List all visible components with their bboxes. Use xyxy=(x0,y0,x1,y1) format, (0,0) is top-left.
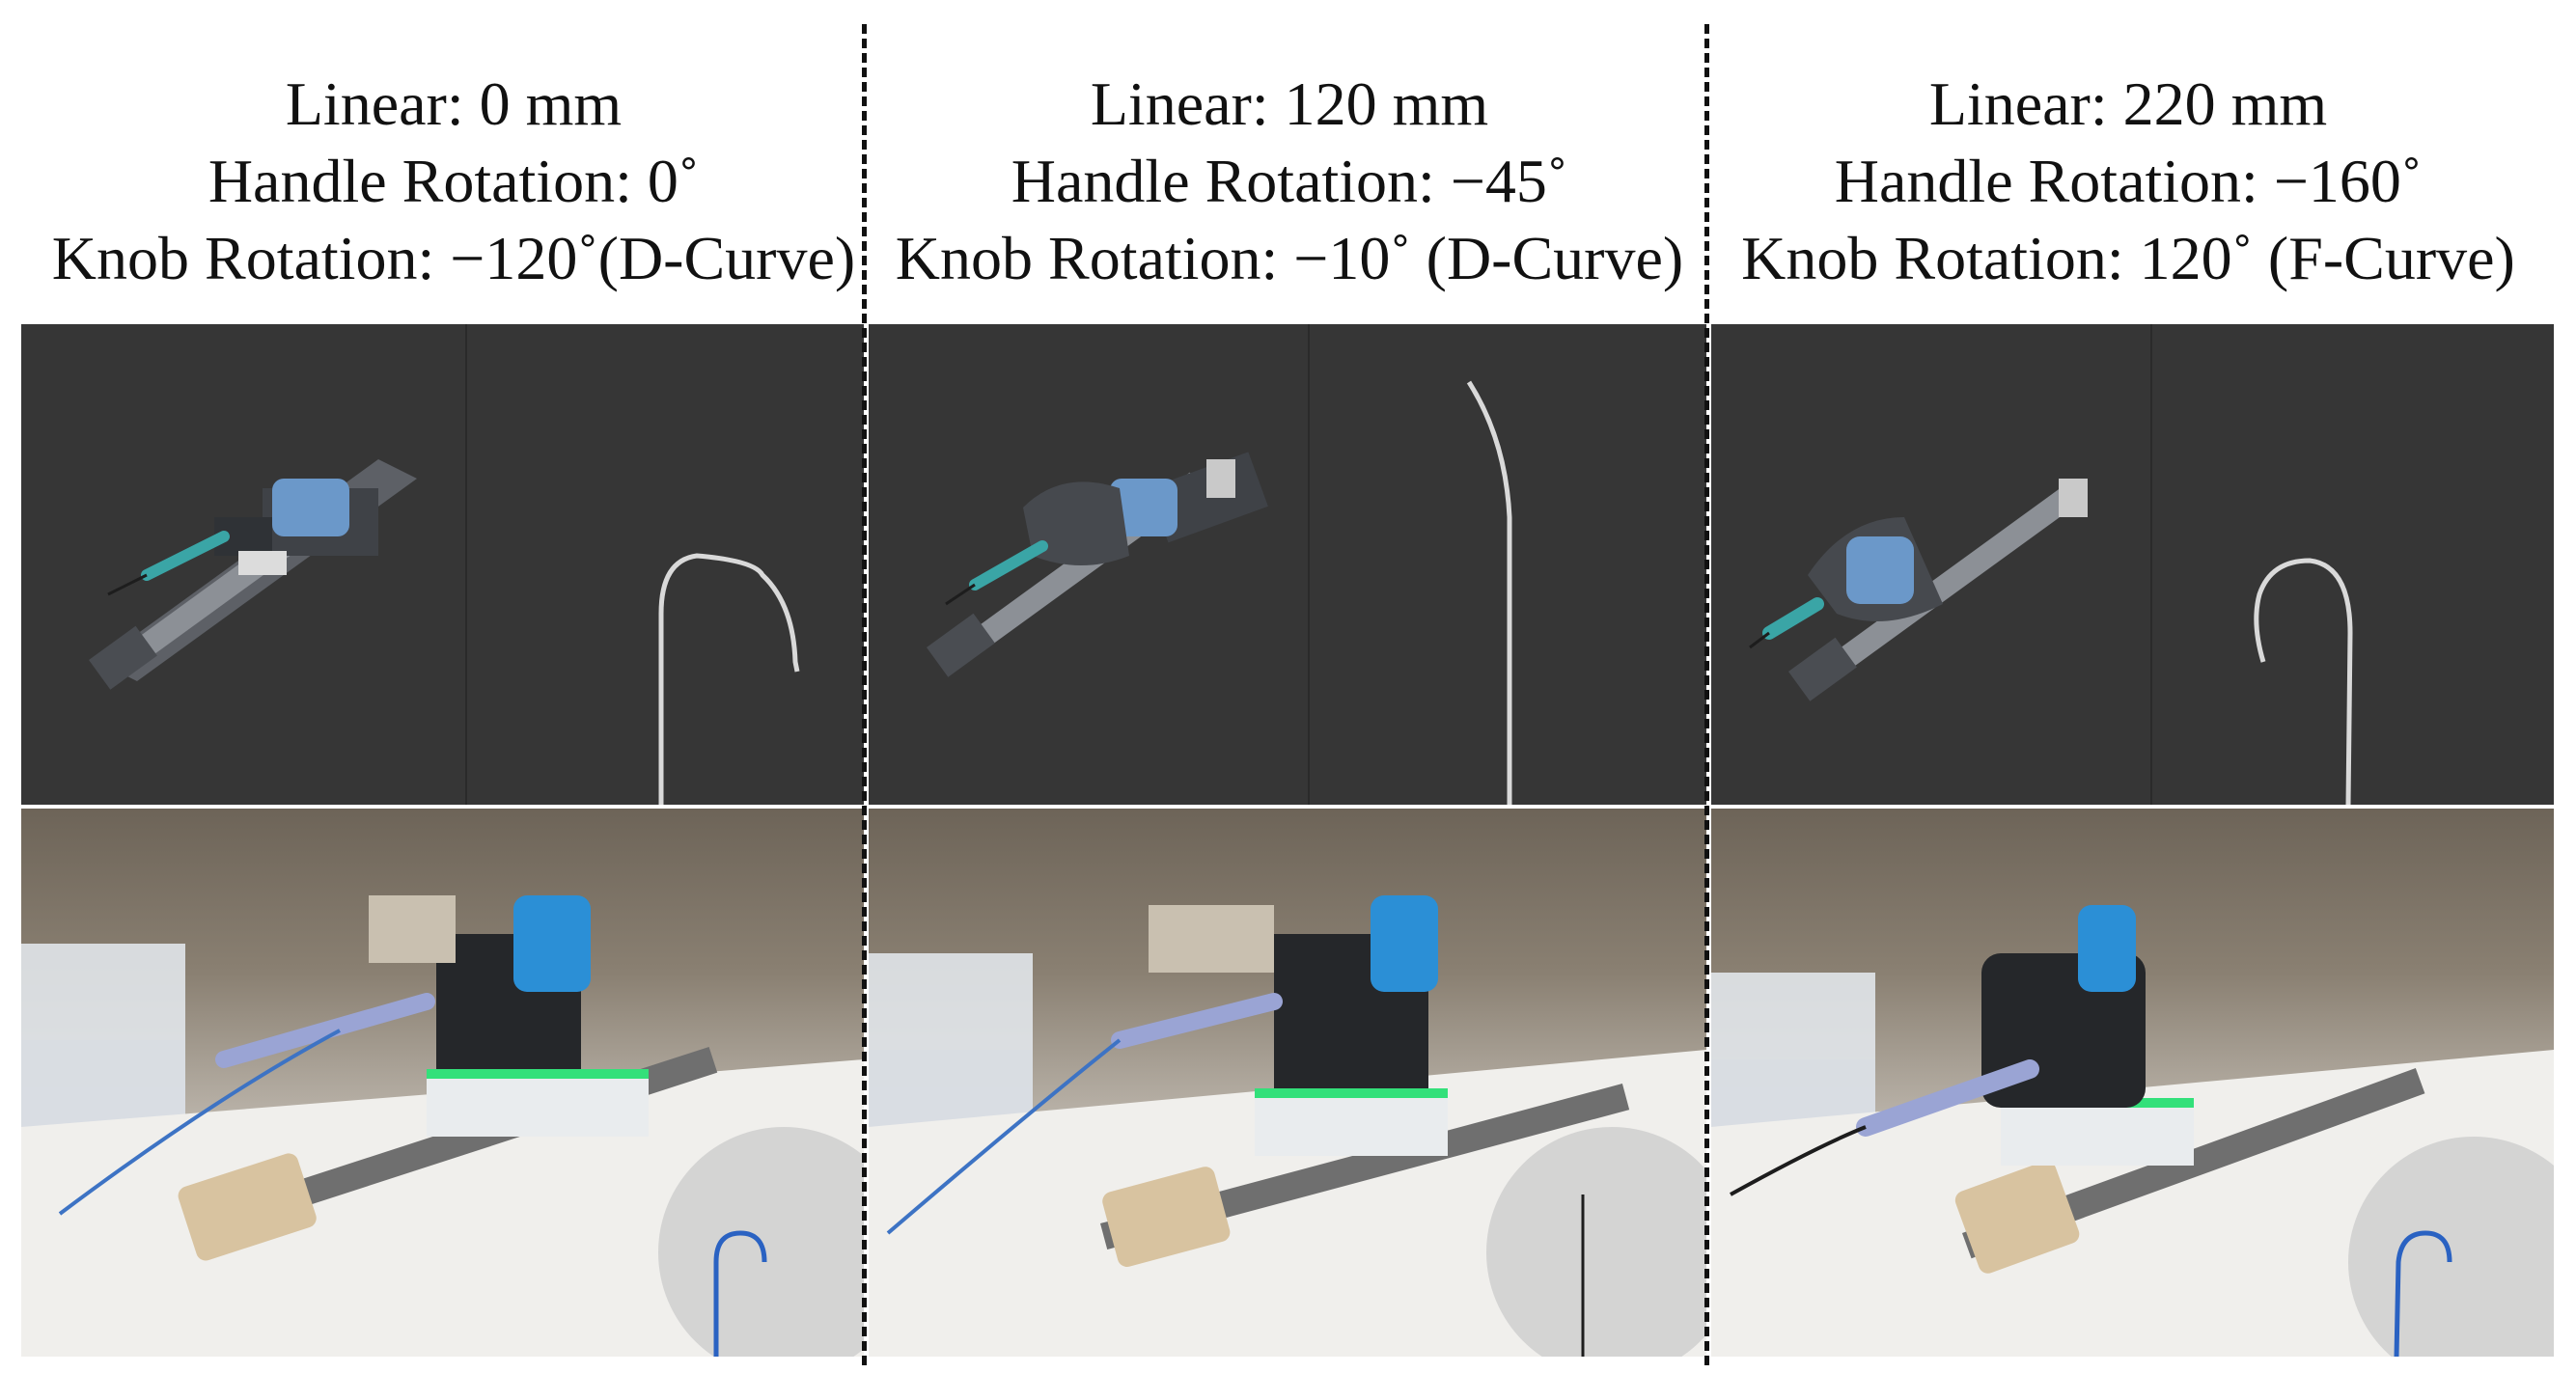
panel-1-knob-rotation: Knob Rotation: −120˚(D-Curve) xyxy=(51,224,856,292)
simulation-render-3 xyxy=(1711,324,2554,805)
panel-3-handle-rotation: Handle Rotation: −160˚ xyxy=(1834,147,2423,215)
panel-2-linear: Linear: 120 mm xyxy=(1090,69,1489,138)
simulation-render-1 xyxy=(21,324,864,805)
divider-1 xyxy=(862,24,867,1365)
robot-render-1 xyxy=(89,459,417,690)
panel-2-handle-rotation: Handle Rotation: −45˚ xyxy=(1011,147,1568,215)
hardware-photo-2 xyxy=(869,809,1706,1357)
robot-photo-illustration-1 xyxy=(21,895,864,1357)
robot-render-2 xyxy=(927,452,1268,677)
panel-3-linear: Linear: 220 mm xyxy=(1928,69,2328,138)
simulation-render-2 xyxy=(869,324,1706,805)
robot-photo-illustration-3 xyxy=(1711,905,2554,1357)
catheter-curve-2 xyxy=(1466,380,1512,805)
catheter-curve-1 xyxy=(658,553,800,805)
robot-photo-illustration-2 xyxy=(869,895,1706,1357)
hardware-photo-1 xyxy=(21,809,864,1357)
panel-1-handle-rotation: Handle Rotation: 0˚ xyxy=(208,147,700,215)
divider-2 xyxy=(1704,24,1709,1365)
panel-1-label: Linear: 0 mm Handle Rotation: 0˚ Knob Ro… xyxy=(29,66,878,297)
panel-1-linear: Linear: 0 mm xyxy=(285,69,623,138)
hardware-photo-3 xyxy=(1711,809,2554,1357)
panel-3-knob-rotation: Knob Rotation: 120˚ (F-Curve) xyxy=(1741,224,2515,292)
robot-render-3 xyxy=(1749,479,2088,701)
panel-2-knob-rotation: Knob Rotation: −10˚ (D-Curve) xyxy=(895,224,1684,292)
panel-3-label: Linear: 220 mm Handle Rotation: −160˚ Kn… xyxy=(1703,66,2553,297)
catheter-curve-3 xyxy=(2254,558,2353,805)
panel-2-label: Linear: 120 mm Handle Rotation: −45˚ Kno… xyxy=(865,66,1714,297)
